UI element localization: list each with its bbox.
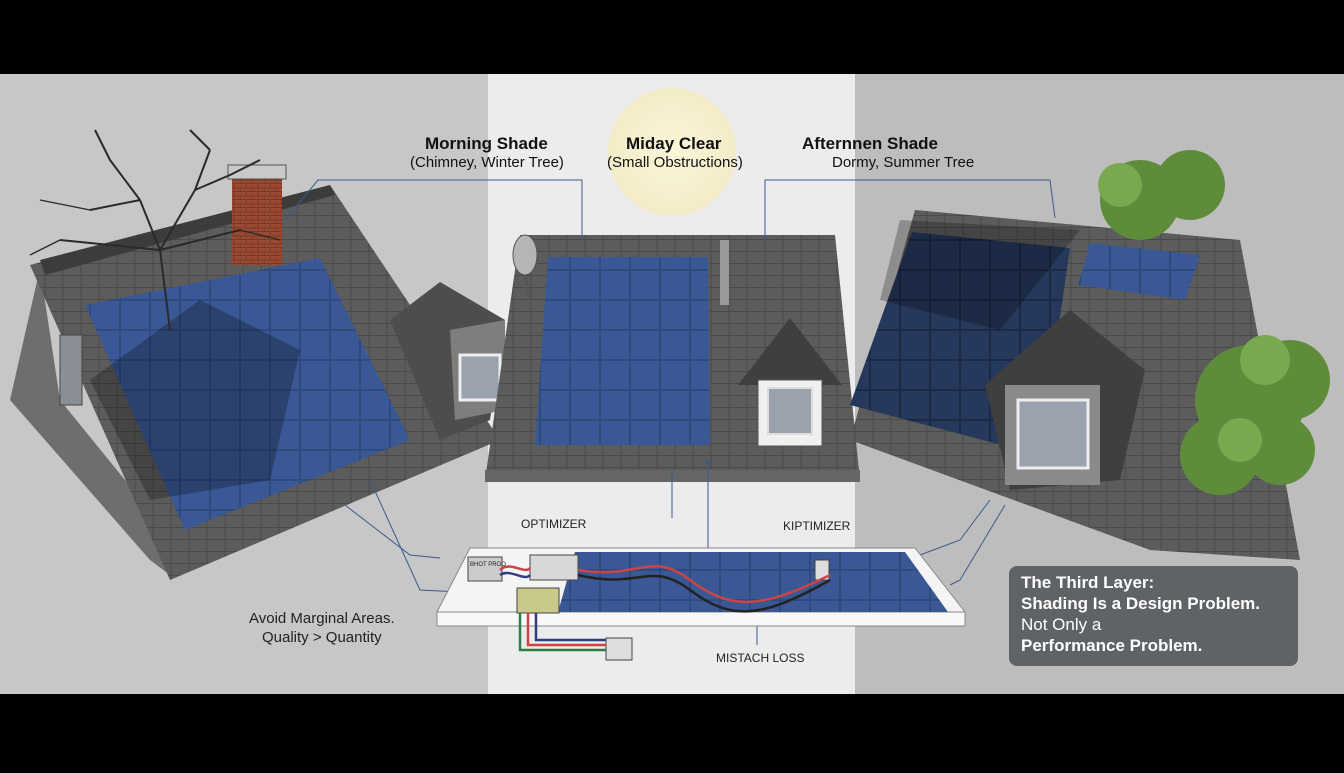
right-panel-subtitle: Dormy, Summer Tree xyxy=(832,154,975,171)
optimizer-box-icon xyxy=(529,554,579,581)
left-panel-title: Morning Shade xyxy=(425,134,548,153)
optimizer-right-label: KIPTIMIZER xyxy=(783,519,851,533)
callout-line-1: The Third Layer: xyxy=(1021,573,1155,592)
callout-line-3: Not Only a xyxy=(1021,615,1102,634)
top-letterbox xyxy=(0,0,1344,74)
left-house xyxy=(10,129,505,580)
left-panel-subtitle: (Chimney, Winter Tree) xyxy=(410,154,564,171)
string-diagram xyxy=(436,547,967,661)
optimizer-left-label: OPTIMIZER xyxy=(521,517,587,531)
center-panel-title: Miday Clear xyxy=(626,134,722,153)
satellite-dish-icon xyxy=(512,234,538,276)
advice-line-2: Quality > Quantity xyxy=(262,629,382,646)
vent-pipe-icon xyxy=(720,240,729,305)
winter-tree-icon xyxy=(29,129,281,331)
right-dormer-window-icon xyxy=(1016,398,1090,470)
center-panel-subtitle: (Small Obstructions) xyxy=(607,154,743,171)
bottom-letterbox xyxy=(0,694,1344,768)
callout-line-4: Performance Problem. xyxy=(1021,636,1203,655)
callout-box: The Third Layer: Shading Is a Design Pro… xyxy=(1009,566,1298,666)
center-house xyxy=(485,234,860,482)
advice-line-1: Avoid Marginal Areas. xyxy=(249,610,395,627)
summer-shade xyxy=(880,220,1080,330)
small-box-label: BHOT PROO xyxy=(470,562,506,568)
tree-shadow xyxy=(90,300,300,500)
right-house xyxy=(850,150,1330,560)
chimney-icon xyxy=(232,175,282,265)
center-dormer-window-icon xyxy=(767,387,813,435)
left-window-icon xyxy=(59,334,83,406)
callout-line-2: Shading Is a Design Problem. xyxy=(1021,594,1260,613)
right-panel-title: Afternnen Shade xyxy=(802,134,939,153)
dormer-window-icon xyxy=(458,353,502,402)
mismatch-loss-label: MISTACH LOSS xyxy=(716,651,805,665)
sun-icon xyxy=(608,88,736,216)
junction-box-icon xyxy=(605,637,633,661)
